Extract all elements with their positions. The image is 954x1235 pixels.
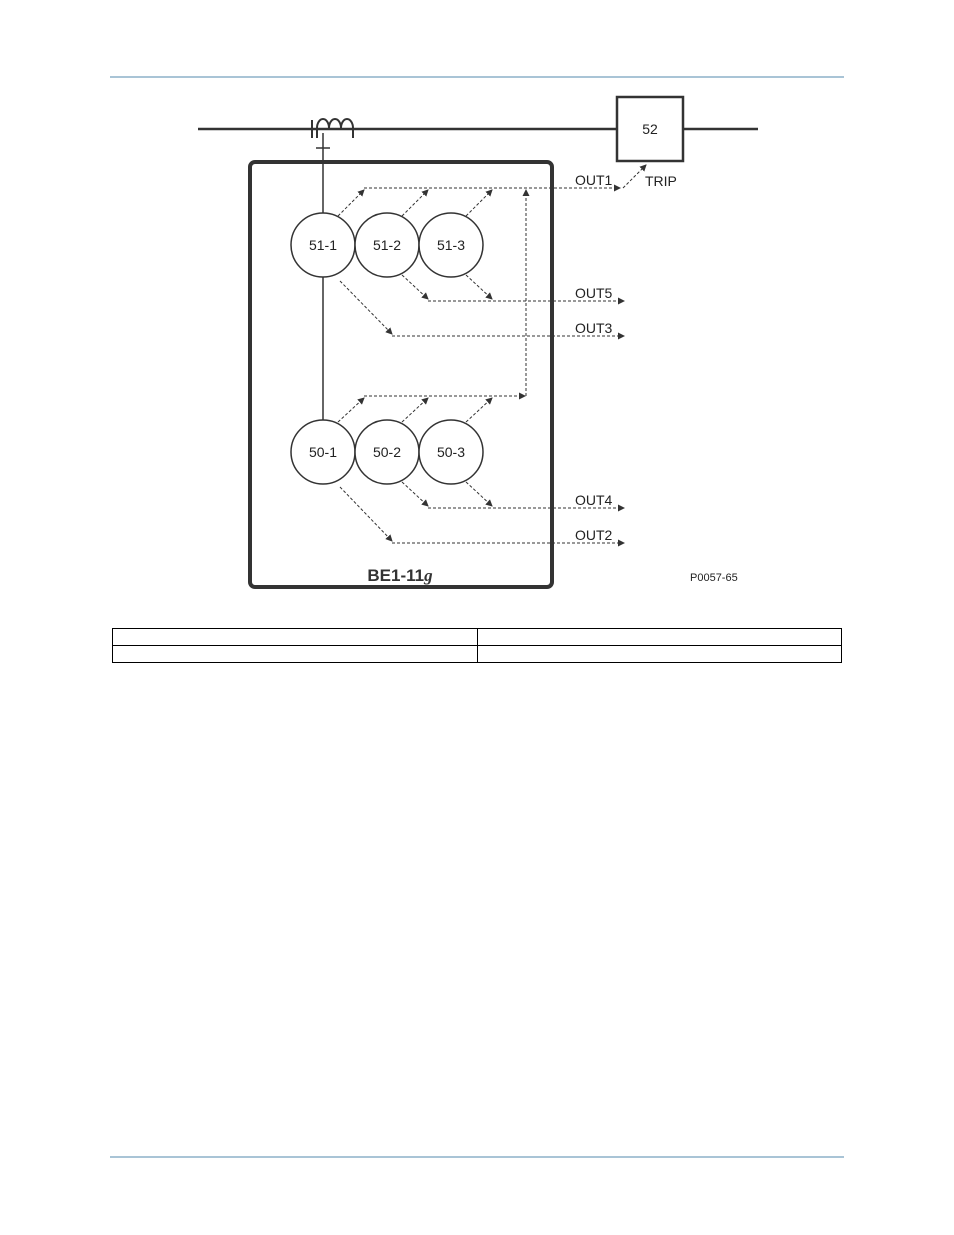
blank-table (112, 628, 842, 663)
breaker-label: 52 (642, 121, 658, 137)
relay-51-2: 51-2 (354, 212, 420, 278)
out2-label: OUT2 (575, 527, 613, 543)
relay-51-2-label: 51-2 (373, 237, 401, 253)
device-suffix: g (423, 566, 433, 585)
footer-rule (110, 1156, 844, 1158)
out4-label: OUT4 (575, 492, 613, 508)
out3-connections (339, 280, 625, 340)
header-rule (110, 76, 844, 78)
out2-connections (339, 486, 625, 547)
relay-50-3-label: 50-3 (437, 444, 465, 460)
out3-label: OUT3 (575, 320, 613, 336)
relay-51-1: 51-1 (290, 212, 356, 278)
figure-id: P0057-65 (690, 572, 738, 584)
device-title: BE1-11g (367, 566, 433, 585)
table-cell (112, 628, 478, 646)
table-row (112, 645, 842, 663)
protection-logic-diagram: 52 51-1 51-2 51-3 50-1 50-2 50-3 (198, 95, 758, 589)
relay-50-2: 50-2 (354, 419, 420, 485)
out1-connections (337, 164, 647, 217)
table-cell (476, 628, 842, 646)
relay-50-2-label: 50-2 (373, 444, 401, 460)
out1-label: OUT1 (575, 172, 613, 188)
table-cell (112, 645, 478, 663)
out1-from-50-connections (337, 189, 530, 423)
breaker-52-box (615, 95, 685, 163)
relay-50-1: 50-1 (290, 419, 356, 485)
relay-50-3: 50-3 (418, 419, 484, 485)
trip-label: TRIP (645, 173, 677, 189)
out4-connections (401, 481, 625, 512)
relay-50-1-label: 50-1 (309, 444, 337, 460)
device-name: BE1-11 (367, 566, 424, 585)
current-transformer-icon (311, 118, 354, 180)
device-enclosure (248, 160, 554, 589)
table-row (112, 628, 842, 646)
out5-label: OUT5 (575, 285, 613, 301)
table-cell (476, 645, 842, 663)
relay-51-3: 51-3 (418, 212, 484, 278)
relay-51-1-label: 51-1 (309, 237, 337, 253)
relay-51-3-label: 51-3 (437, 237, 465, 253)
